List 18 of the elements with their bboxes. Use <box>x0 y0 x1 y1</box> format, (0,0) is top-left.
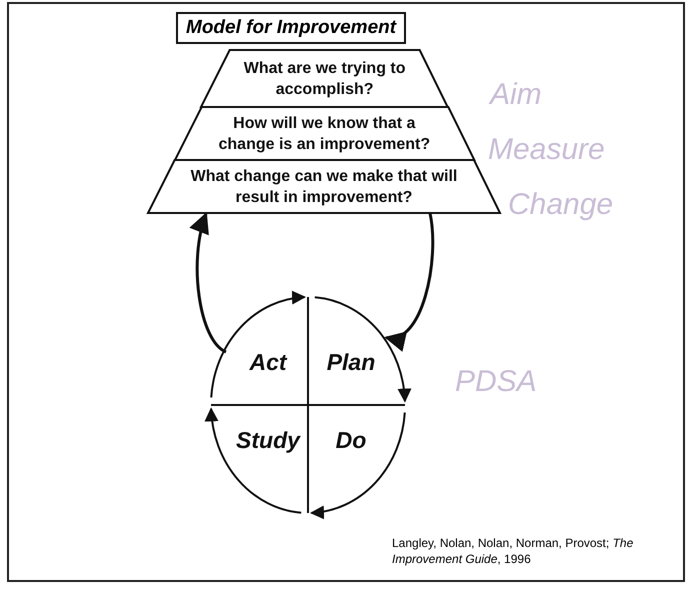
arrow <box>210 291 306 398</box>
question-text: How will we know that a change is an improvement? <box>218 114 432 154</box>
step-label: Study <box>235 426 302 455</box>
question-band <box>174 107 474 160</box>
side-label: Change <box>508 188 614 222</box>
side-label: Measure <box>488 133 605 167</box>
side-label: PDSA <box>455 365 537 399</box>
arrow <box>190 212 227 354</box>
question-text: What are we trying to accomplish? <box>242 58 407 100</box>
question-band <box>148 160 500 213</box>
side-label: Aim <box>490 78 542 112</box>
question-text: What change can we make that will result in improvement? <box>190 166 458 208</box>
step-label: Act <box>248 348 288 376</box>
step-label: Plan <box>326 348 376 376</box>
citation: Langley, Nolan, Nolan, Norman, Provost; The Improvement Guide, 1996 <box>392 535 634 567</box>
title: Model for Improvement <box>176 12 406 44</box>
question-band <box>201 50 448 107</box>
step-label: Do <box>334 426 368 454</box>
